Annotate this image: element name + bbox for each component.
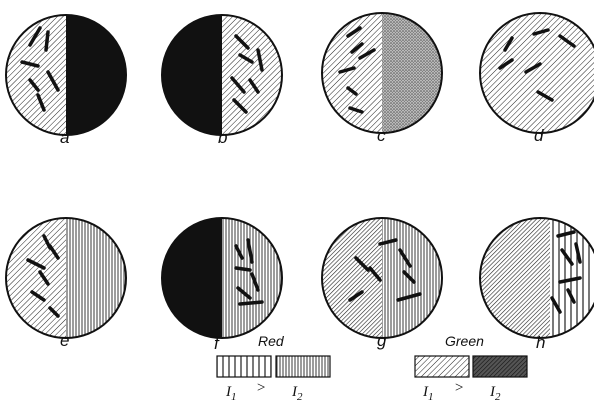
panel-c: c xyxy=(322,13,442,145)
panel-label: g xyxy=(377,331,387,350)
panel-d: d xyxy=(480,13,594,145)
panel-label: d xyxy=(534,126,544,145)
panel-label: e xyxy=(60,331,69,350)
legend-green-title: Green xyxy=(445,333,484,349)
legend-green: Green I1 > I2 xyxy=(415,333,527,400)
legend-red-swatch-i1 xyxy=(217,356,271,377)
panel-g: g xyxy=(322,218,442,350)
legend-red: Red I1 > I2 xyxy=(217,333,330,400)
legend-red-relation: > xyxy=(256,380,266,396)
panel-b: b xyxy=(162,15,282,147)
legend-green-swatch-i2 xyxy=(473,356,527,377)
panel-e: e xyxy=(6,218,126,350)
panel-a: a xyxy=(6,15,126,147)
legend-red-i2: I2 xyxy=(291,384,303,400)
legend-green-i1: I1 xyxy=(422,384,434,400)
panel-label: a xyxy=(60,128,69,147)
legend-green-relation: > xyxy=(454,380,464,396)
panel-h: h xyxy=(480,218,594,352)
panel-label: h xyxy=(536,333,545,352)
legend-red-i1: I1 xyxy=(225,384,237,400)
legend-red-swatch-i2 xyxy=(276,356,330,377)
legend-red-title: Red xyxy=(258,333,285,349)
legend-green-swatch-i1 xyxy=(415,356,469,377)
panel-label: c xyxy=(377,126,386,145)
panel-label: b xyxy=(218,128,227,147)
legend-green-i2: I2 xyxy=(489,384,501,400)
